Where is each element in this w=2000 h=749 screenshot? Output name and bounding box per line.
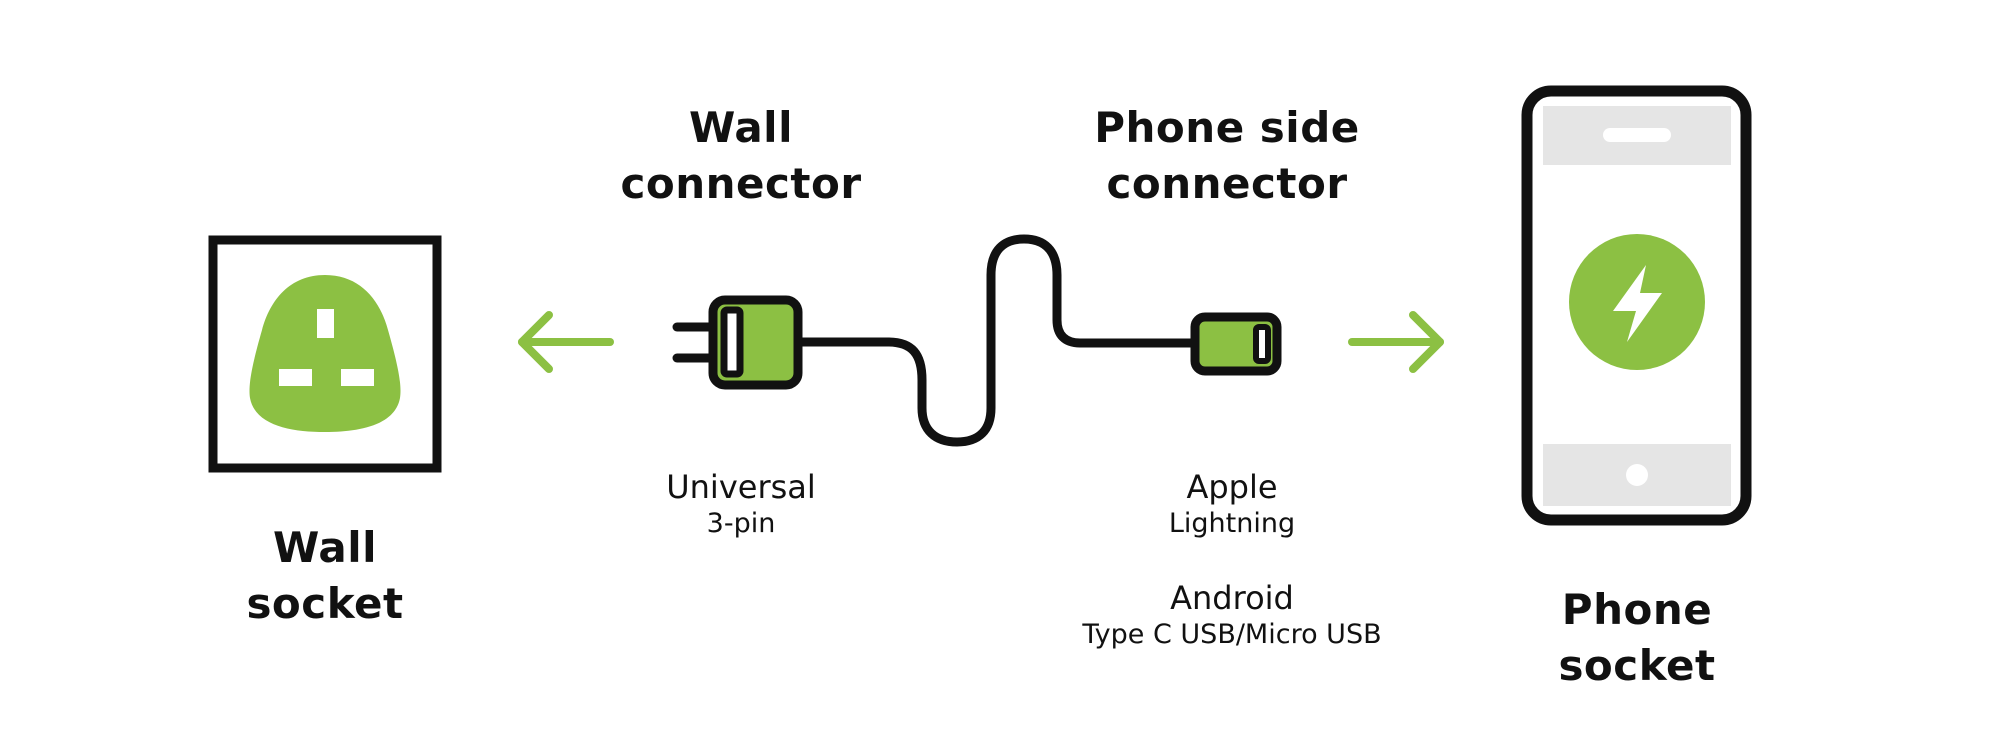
universal-type: Universal	[666, 468, 816, 506]
wall-socket-icon	[208, 235, 442, 473]
phone-socket-title-line1: Phone	[1561, 585, 1713, 634]
apple-type: Apple	[1186, 468, 1278, 506]
three-pin-plug-icon	[672, 295, 803, 390]
wall-connector-title-line2: connector	[620, 159, 862, 208]
phone-socket-title-line2: socket	[1558, 641, 1716, 690]
phone-side-connector-title-line2: connector	[1106, 159, 1348, 208]
wall-socket-title-line1: Wall	[273, 523, 377, 572]
smartphone-charging-icon	[1521, 85, 1752, 526]
charging-cable	[798, 234, 1195, 447]
phone-socket-title: Phone socket	[1558, 582, 1715, 694]
android-type: Android	[1170, 579, 1294, 617]
universal-label: Universal 3-pin	[666, 467, 816, 541]
arrow-right-icon	[1348, 311, 1444, 373]
wall-socket-title-line2: socket	[246, 579, 404, 628]
wall-connector-title-line1: Wall	[689, 103, 793, 152]
wall-connector-title: Wall connector	[620, 100, 861, 212]
wall-socket-title: Wall socket	[246, 520, 403, 632]
apple-label: Apple Lightning	[1169, 467, 1295, 541]
apple-detail: Lightning	[1168, 508, 1296, 539]
android-detail: Type C USB/Micro USB	[1082, 619, 1382, 650]
phone-connector-icon	[1190, 312, 1282, 376]
android-label: Android Type C USB/Micro USB	[1082, 578, 1381, 652]
phone-side-connector-title-line1: Phone side	[1094, 103, 1360, 152]
phone-side-connector-title: Phone side connector	[1094, 100, 1360, 212]
arrow-left-icon	[518, 311, 614, 373]
universal-detail: 3-pin	[706, 508, 776, 539]
